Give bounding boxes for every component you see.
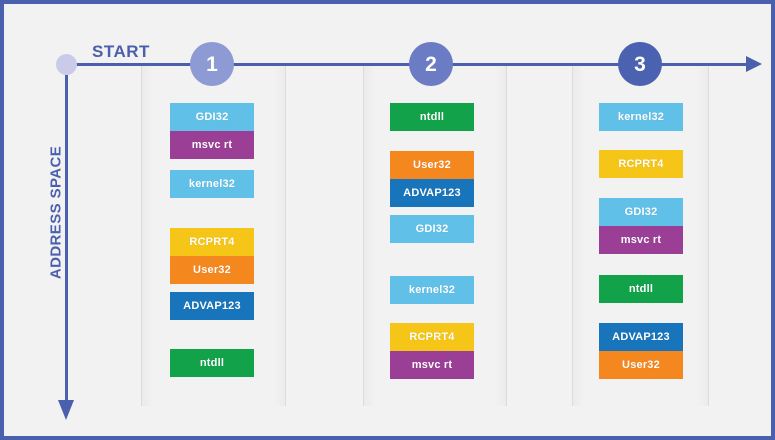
origin-dot-icon: [56, 54, 77, 75]
address-space-axis-line: [65, 64, 68, 404]
module-block-column-2-ntdll[interactable]: ntdll: [390, 103, 474, 131]
timeline-arrowhead-icon: [746, 56, 762, 72]
module-block-column-2-gdi32[interactable]: GDI32: [390, 215, 474, 243]
module-block-column-1-rcprt4[interactable]: RCPRT4: [170, 228, 254, 256]
step-marker-2[interactable]: 2: [409, 42, 453, 86]
module-block-column-2-kernel32[interactable]: kernel32: [390, 276, 474, 304]
step-marker-3[interactable]: 3: [618, 42, 662, 86]
module-block-column-3-msvc-rt[interactable]: msvc rt: [599, 226, 683, 254]
module-block-column-1-gdi32[interactable]: GDI32: [170, 103, 254, 131]
module-block-column-1-kernel32[interactable]: kernel32: [170, 170, 254, 198]
module-block-column-3-kernel32[interactable]: kernel32: [599, 103, 683, 131]
module-block-column-3-ntdll[interactable]: ntdll: [599, 275, 683, 303]
module-block-column-2-msvc-rt[interactable]: msvc rt: [390, 351, 474, 379]
module-block-column-1-advap123[interactable]: ADVAP123: [170, 292, 254, 320]
module-block-column-1-ntdll[interactable]: ntdll: [170, 349, 254, 377]
module-block-column-3-gdi32[interactable]: GDI32: [599, 198, 683, 226]
module-block-column-3-user32[interactable]: User32: [599, 351, 683, 379]
module-block-column-1-msvc-rt[interactable]: msvc rt: [170, 131, 254, 159]
start-label: START: [92, 42, 150, 61]
timeline-horizontal-line: [66, 63, 750, 66]
module-block-column-2-advap123[interactable]: ADVAP123: [390, 179, 474, 207]
module-block-column-2-rcprt4[interactable]: RCPRT4: [390, 323, 474, 351]
module-block-column-2-user32[interactable]: User32: [390, 151, 474, 179]
module-block-column-1-user32[interactable]: User32: [170, 256, 254, 284]
address-space-arrowhead-icon: [58, 400, 74, 420]
module-block-column-3-rcprt4[interactable]: RCPRT4: [599, 150, 683, 178]
address-space-label: ADDRESS SPACE: [47, 145, 65, 280]
step-marker-1[interactable]: 1: [190, 42, 234, 86]
module-block-column-3-advap123[interactable]: ADVAP123: [599, 323, 683, 351]
